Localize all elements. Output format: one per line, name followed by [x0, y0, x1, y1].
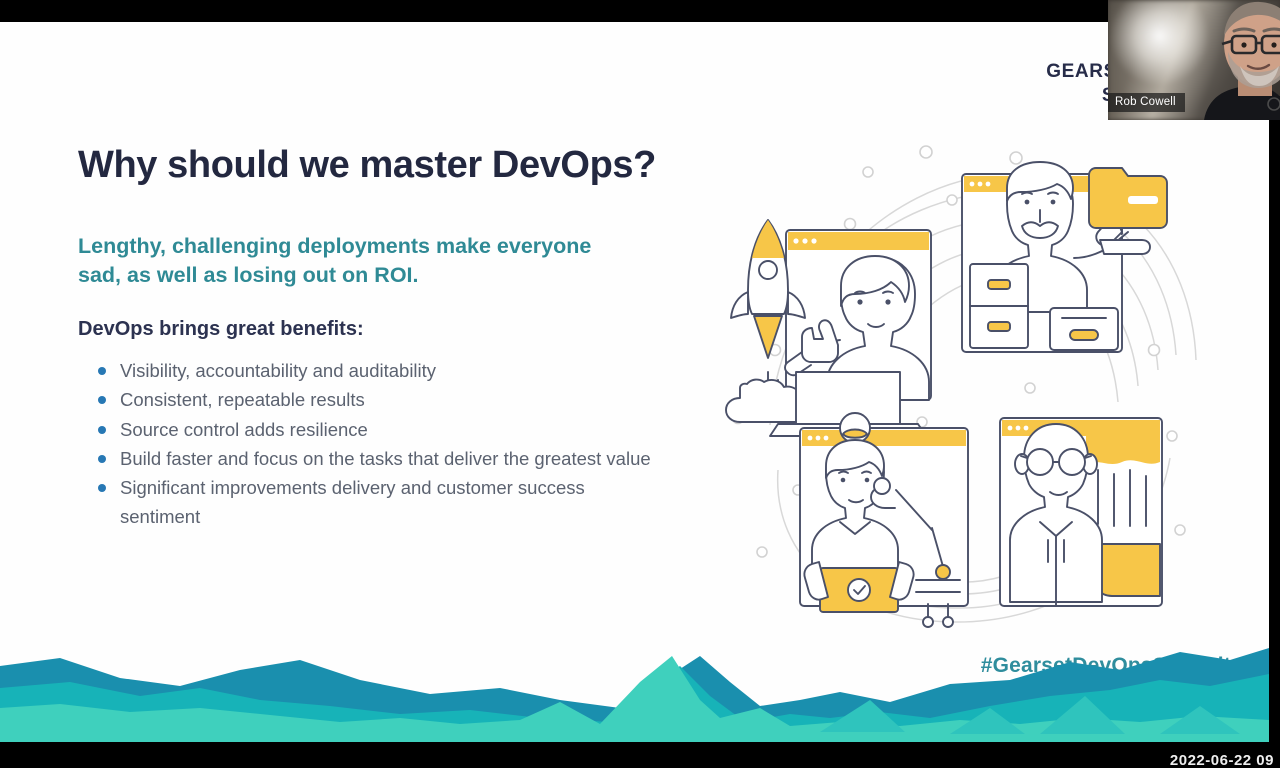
recording-timestamp: 2022-06-22 09: [1169, 752, 1274, 768]
list-item: Build faster and focus on the tasks that…: [92, 444, 652, 473]
card-woman-robot: [799, 412, 969, 628]
slide-headline: Why should we master DevOps?: [78, 144, 656, 186]
devops-team-illustration: .ln{fill:none;stroke:#4a5068;stroke-widt…: [700, 140, 1200, 630]
card-man-folder: [961, 161, 1168, 353]
list-item: Significant improvements delivery and cu…: [92, 473, 652, 532]
video-participant-tile[interactable]: Rob Cowell: [1108, 0, 1280, 120]
list-item: Visibility, accountability and auditabil…: [92, 356, 652, 385]
participant-name-label: Rob Cowell: [1108, 93, 1185, 112]
list-item: Consistent, repeatable results: [92, 385, 652, 414]
list-item: Source control adds resilience: [92, 415, 652, 444]
participant-webcam-image: [1108, 0, 1280, 120]
mountain-range-graphic: [0, 622, 1269, 742]
slide-subheadline: Lengthy, challenging deployments make ev…: [78, 234, 592, 288]
presentation-slide: GEARSET DEVOPS SUMMIT 2022 Why should we…: [0, 22, 1269, 742]
benefits-list: Visibility, accountability and auditabil…: [92, 356, 652, 532]
card-rocket-woman: [725, 219, 932, 437]
slide-lead-in: DevOps brings great benefits:: [78, 318, 364, 340]
card-man-glasses: [999, 417, 1163, 607]
